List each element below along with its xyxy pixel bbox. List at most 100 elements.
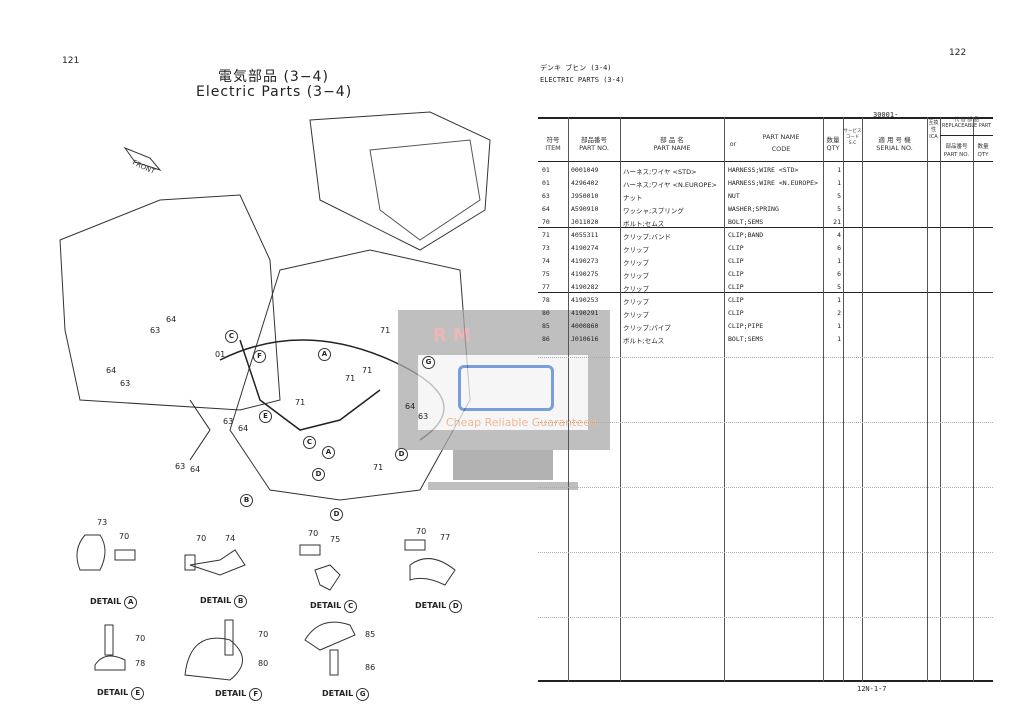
callout: 01 (215, 350, 226, 359)
cell-part-no: 4190291 (571, 309, 599, 317)
header-name: PART NAME (653, 144, 691, 152)
header-repl-jp: 代 替 部 品 (954, 117, 979, 123)
cell-qty: 6 (837, 270, 841, 278)
cell-item: 71 (542, 231, 550, 239)
cell-name: NUT (728, 192, 740, 200)
cell-name-jp: クリップ (623, 285, 649, 293)
callout: 63 (175, 462, 186, 471)
header-serial: SERIAL NO. (876, 144, 913, 152)
cell-part-no: 4190282 (571, 283, 599, 291)
detail-part-label: 70 (416, 527, 427, 536)
cell-item: 85 (542, 322, 550, 330)
cell-qty: 5 (837, 192, 841, 200)
header-repl-qty: QTY (977, 152, 989, 158)
cell-name: CLIP;BAND (728, 231, 764, 239)
detail-part-label: 74 (225, 534, 236, 543)
header-code: CODE (771, 145, 791, 153)
callout-letter: B (240, 494, 253, 507)
cell-qty: 1 (837, 166, 841, 174)
callout-letter: A (322, 446, 335, 459)
header-partno: PART NO. (579, 144, 609, 152)
cell-item: 64 (542, 205, 550, 213)
detail-part-label: 86 (365, 663, 376, 672)
detail-part-label: 70 (196, 534, 207, 543)
body-outline (59, 194, 281, 411)
serial-range: 30001- (873, 111, 899, 119)
callout: 64 (106, 366, 117, 375)
cell-qty: 5 (837, 205, 841, 213)
row-divider (538, 487, 993, 488)
header-ica-jp: 互換性 (928, 120, 939, 133)
cell-name: HARNESS;WIRE <N.EUROPE> (728, 179, 819, 187)
header-repl-partno: PART NO. (943, 152, 970, 158)
cell-name: CLIP (728, 257, 744, 265)
watermark-tagline: Cheap Reliable Guaranteed (446, 416, 598, 429)
cell-part-no: 4190275 (571, 270, 599, 278)
callout: 63 (223, 417, 234, 426)
cell-name: HARNESS;WIRE <STD> (728, 166, 799, 174)
cell-qty: 1 (837, 335, 841, 343)
cell-part-no: 4190274 (571, 244, 599, 252)
callout-letter: C (225, 330, 238, 343)
header-qty-jp: 数量 (826, 136, 840, 144)
cell-item: 86 (542, 335, 550, 343)
row-divider (538, 357, 993, 358)
row-divider (538, 422, 993, 423)
callout-letter: E (259, 410, 272, 423)
header-partno-jp: 部品番号 (581, 136, 607, 144)
watermark: RM Cheap Reliable Guaranteed (398, 310, 610, 490)
cell-name: CLIP (728, 296, 744, 304)
cell-item: 73 (542, 244, 550, 252)
cell-qty: 2 (837, 309, 841, 317)
callout-letter: A (318, 348, 331, 361)
cell-part-no: 4055311 (571, 231, 599, 239)
detail-part-label: 70 (119, 532, 130, 541)
detail-part-label: 75 (330, 535, 341, 544)
cell-name-jp: クリップ;バンド (623, 233, 672, 241)
detail-part-label: 70 (258, 630, 269, 639)
cell-part-no: 4190253 (571, 296, 599, 304)
callout: 63 (120, 379, 131, 388)
callout: 71 (380, 326, 391, 335)
callout: 71 (373, 463, 384, 472)
cell-item: 74 (542, 257, 550, 265)
row-divider (538, 552, 993, 553)
cell-name: CLIP (728, 270, 744, 278)
callout-letter: D (395, 448, 408, 461)
cell-name-jp: クリップ (623, 311, 649, 319)
cell-name-jp: ナット (623, 194, 643, 202)
row-divider (538, 617, 993, 618)
detail-part-label: 70 (308, 529, 319, 538)
cell-part-no: 4296402 (571, 179, 599, 187)
cell-part-no: J011020 (571, 218, 599, 226)
cell-qty: 4 (837, 231, 841, 239)
header-name2: PART NAME (762, 133, 800, 141)
cell-name-jp: クリップ;パイプ (623, 324, 671, 332)
cell-name: CLIP (728, 244, 744, 252)
header-item: ITEM (545, 144, 561, 152)
callout-letter: D (312, 468, 325, 481)
callout: 71 (295, 398, 306, 407)
callout: 63 (418, 412, 429, 421)
cell-item: 77 (542, 283, 550, 291)
cell-name-jp: クリップ (623, 259, 649, 267)
callout-letter: F (253, 350, 266, 363)
callout: 64 (405, 402, 416, 411)
detail-part-label: 85 (365, 630, 376, 639)
callout-letter: C (303, 436, 316, 449)
detail-part-label: 70 (135, 634, 146, 643)
